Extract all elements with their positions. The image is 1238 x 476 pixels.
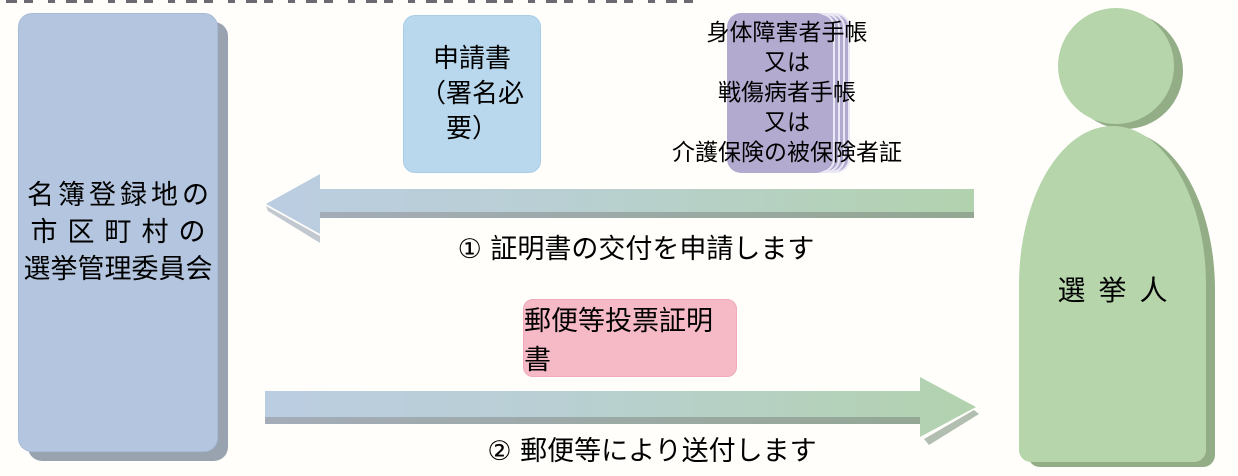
person-body — [1019, 126, 1206, 462]
application-form-line2: （署名必要） — [419, 78, 524, 144]
certificate-box: 郵便等投票証明書 — [523, 299, 737, 377]
cropped-text-artifact — [6, 0, 700, 3]
person-head — [1058, 8, 1174, 124]
committee-box-line3: 選挙管理委員会 — [23, 254, 213, 285]
documents-line3: 戦傷病者手帳 — [718, 80, 856, 106]
step1-label: ① 証明書の交付を申請します — [457, 234, 815, 265]
documents-line4: 又は — [764, 110, 810, 136]
step2-label: ② 郵便等により送付します — [487, 436, 817, 467]
documents-line5: 介護保険の被保険者証 — [672, 140, 902, 166]
committee-box-line2: 市区町村の — [30, 217, 216, 248]
application-form-line1: 申請書 — [432, 43, 511, 74]
documents-line2: 又は — [764, 50, 810, 76]
certificate-label: 郵便等投票証明書 — [524, 306, 713, 376]
application-form-box: 申請書 （署名必要） — [403, 15, 541, 173]
arrow-right-icon — [265, 377, 979, 445]
person-icon: 選挙人 — [1010, 4, 1222, 470]
documents-line1: 身体障害者手帳 — [706, 20, 868, 46]
documents-card-stack-icon — [727, 13, 857, 175]
committee-box-line1: 名簿登録地の — [27, 180, 213, 211]
elector-label: 選挙人 — [1057, 274, 1181, 307]
arrow-left-icon — [266, 174, 974, 243]
documents-list: 身体障害者手帳 又は 戦傷病者手帳 又は 介護保険の被保険者証 — [667, 18, 907, 168]
committee-box: 名簿登録地の 市区町村の 選挙管理委員会 — [18, 13, 218, 452]
